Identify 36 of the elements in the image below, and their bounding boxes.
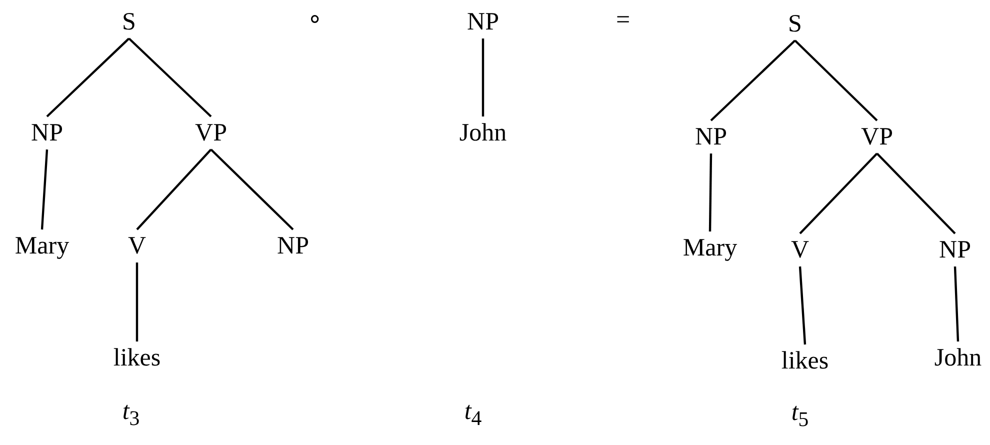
tree-node-label: S bbox=[788, 10, 802, 38]
tree-node-label: VP bbox=[195, 120, 227, 146]
tree-branch bbox=[799, 152, 878, 234]
tree-branch bbox=[954, 266, 960, 342]
tree-node-label: NP bbox=[695, 124, 727, 150]
tree-node-label: S bbox=[122, 8, 136, 36]
tree-branch bbox=[798, 266, 806, 345]
tree-node-label: V bbox=[128, 232, 146, 260]
tree-node-label: NP bbox=[467, 8, 499, 36]
tree-branch bbox=[40, 149, 48, 230]
tree-node-label: John bbox=[934, 344, 982, 372]
tree-branch bbox=[46, 38, 130, 118]
tree-node-label: Mary bbox=[682, 234, 738, 262]
tree-branch bbox=[710, 40, 796, 122]
tree-branch bbox=[794, 40, 878, 122]
composition-operator: ∘ bbox=[307, 6, 323, 32]
tree-node-label: NP bbox=[31, 120, 63, 146]
tree-node-label: Mary bbox=[14, 232, 70, 260]
tree-label: t$_{3}$ bbox=[122, 398, 140, 430]
tree-branch bbox=[136, 148, 212, 230]
tree-branch bbox=[708, 153, 712, 232]
tree-node-label: NP bbox=[277, 232, 309, 260]
tree-branch bbox=[128, 38, 212, 118]
tree-node-label: John bbox=[459, 120, 507, 146]
tree-label: t$_{4}$ bbox=[464, 398, 482, 430]
tree-node-label: NP bbox=[939, 236, 971, 264]
tree-branch bbox=[136, 262, 138, 342]
tree-branch bbox=[210, 148, 294, 230]
tree-branch bbox=[482, 38, 484, 116]
tree-node-label: likes bbox=[113, 344, 161, 372]
tree-label: t$_{5}$ bbox=[791, 399, 809, 431]
tree-node-label: likes bbox=[781, 348, 829, 374]
equals-sign: = bbox=[616, 6, 630, 34]
tree-branch bbox=[876, 152, 956, 234]
tree-node-label: VP bbox=[861, 124, 893, 150]
tree-node-label: V bbox=[790, 236, 810, 264]
